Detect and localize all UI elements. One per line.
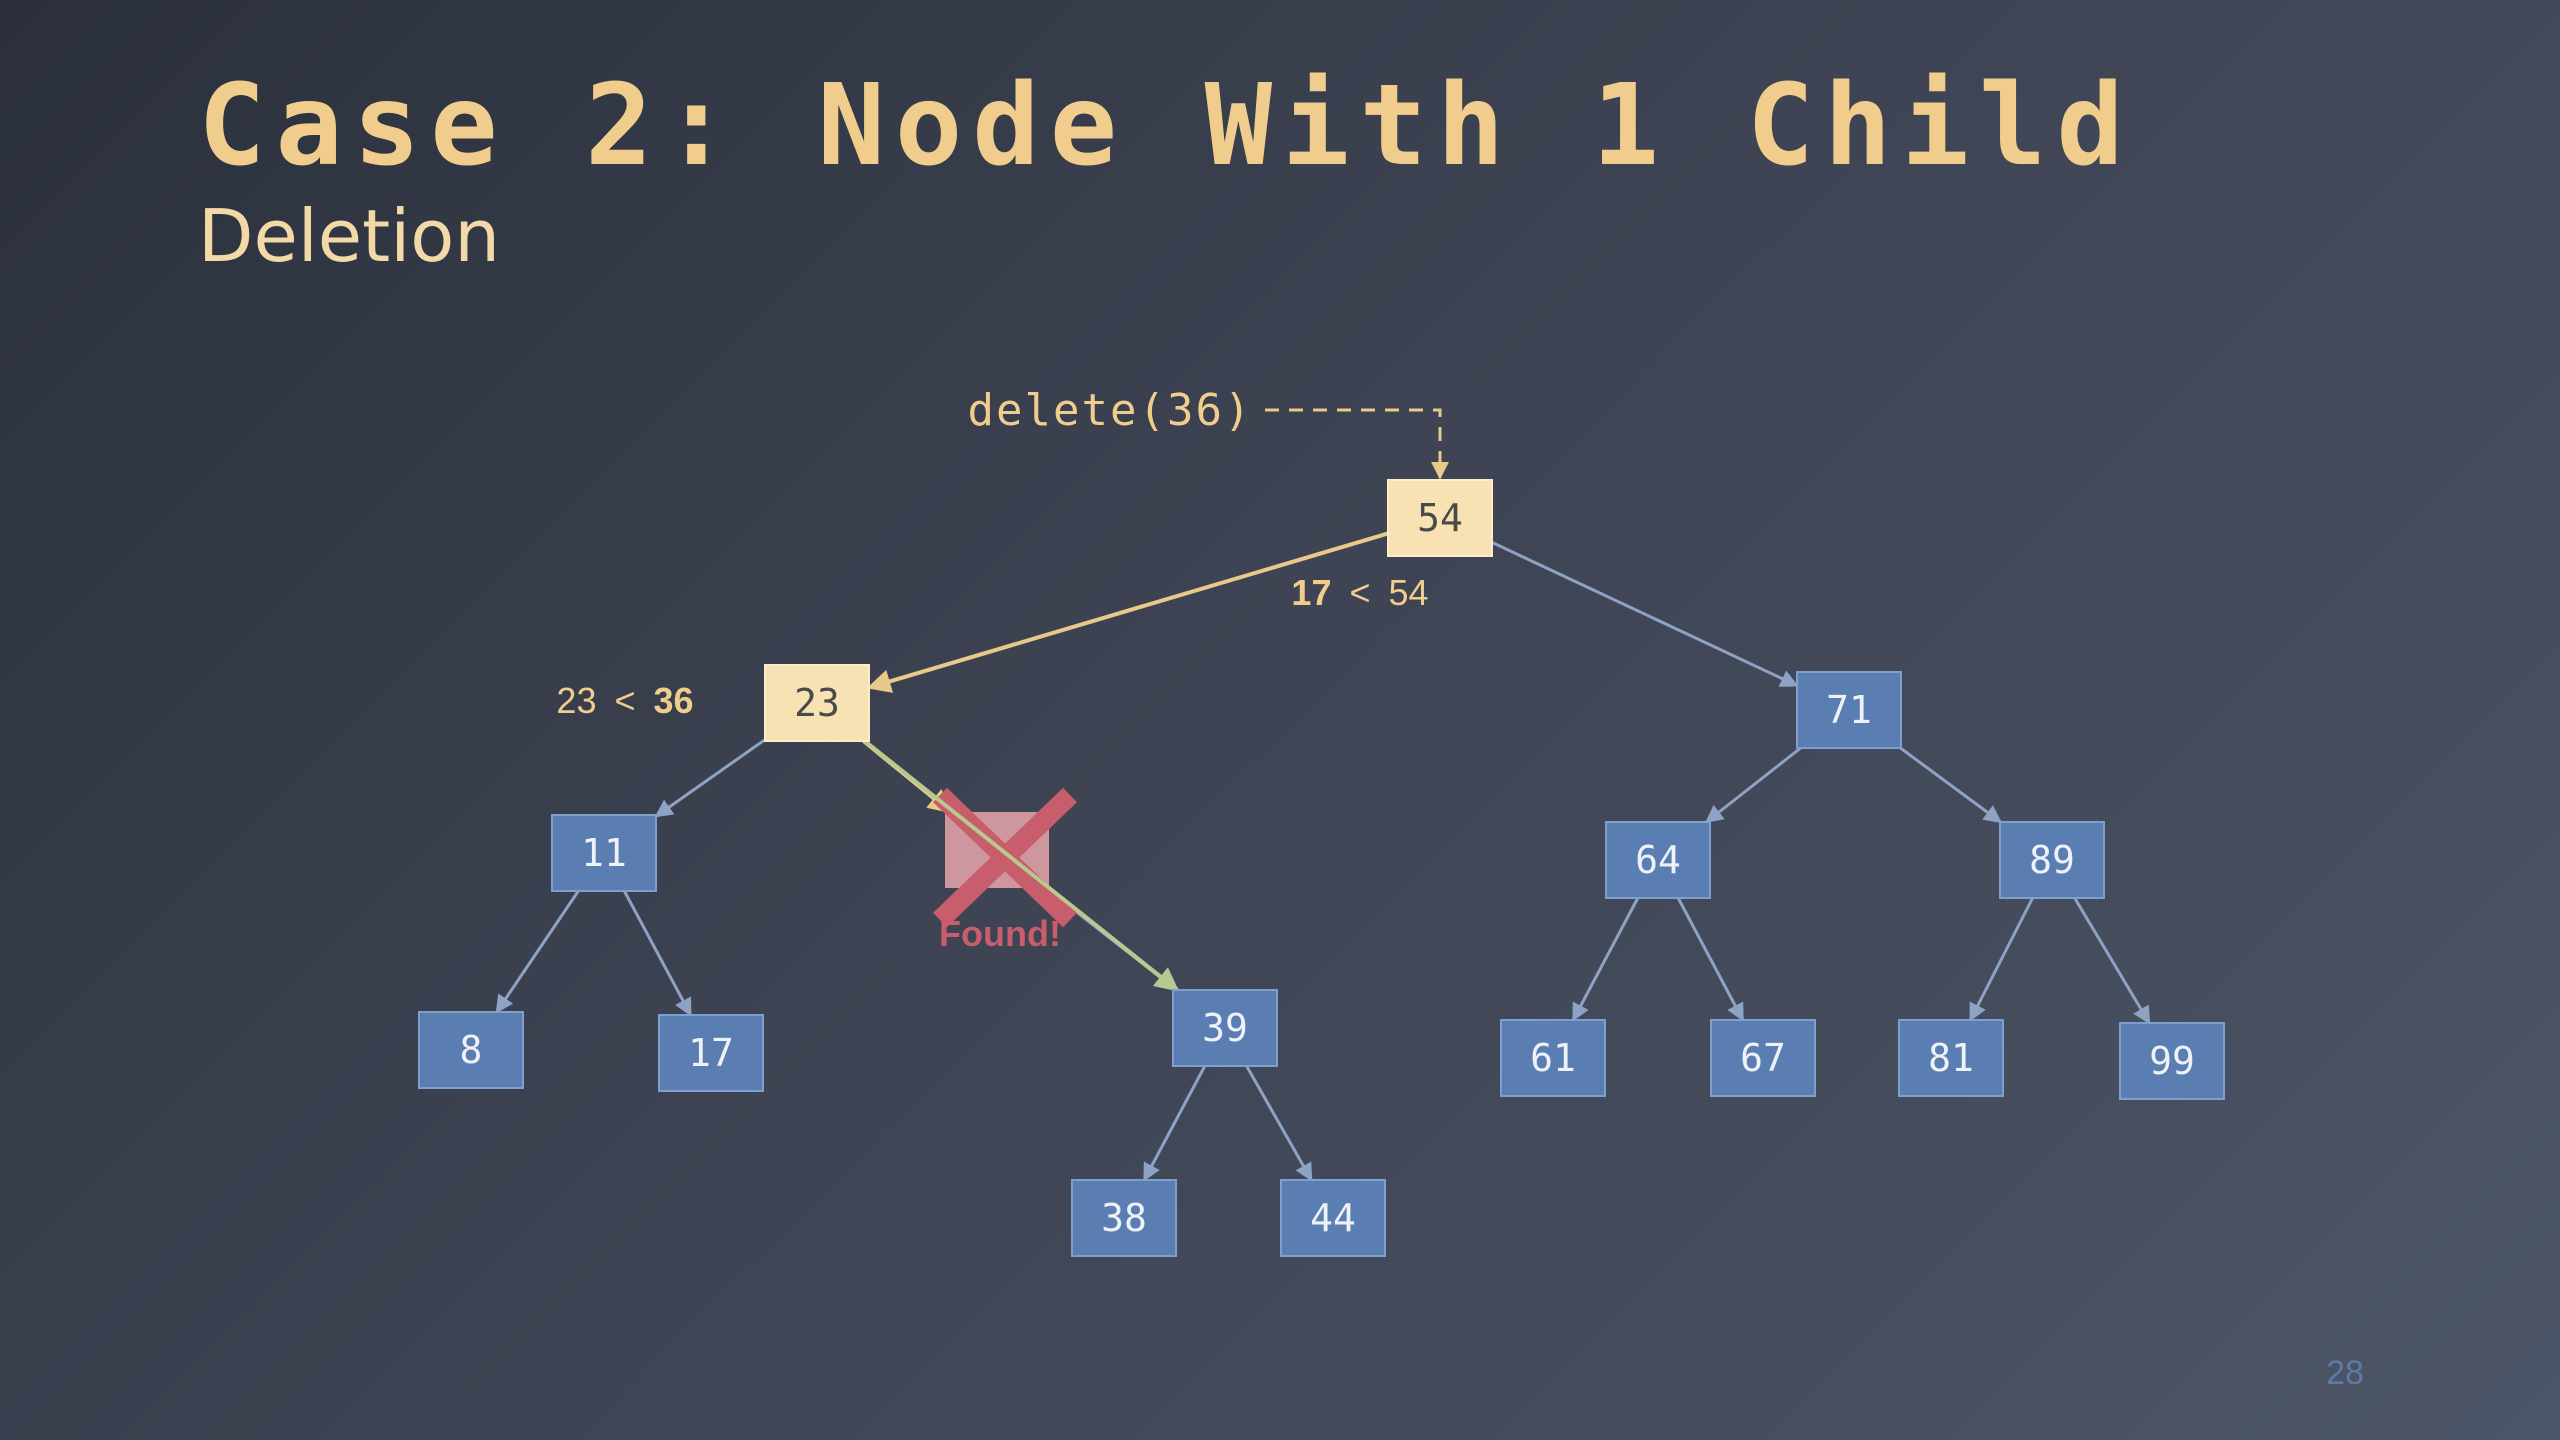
tree-node-61: 61 — [1500, 1019, 1606, 1097]
edge-n11-n17 — [623, 890, 692, 1017]
delete-call: delete(36) — [968, 385, 1449, 480]
tree-node-box — [1898, 1019, 2004, 1097]
edge-n71-n89 — [1899, 746, 2003, 824]
edge-n71-n64 — [1704, 746, 1802, 824]
edge-n39-n38 — [1142, 1065, 1207, 1182]
edge-n64-n61 — [1571, 897, 1640, 1022]
tree-node-label: 71 — [1826, 688, 1872, 732]
tree-node-label: 99 — [2149, 1039, 2195, 1083]
tree-node-box — [1605, 821, 1711, 899]
tree-node-box — [418, 1011, 524, 1089]
edge-n64-n67 — [1676, 897, 1745, 1022]
delete-call-label: delete(36) — [968, 385, 1253, 436]
edge-n54-n71 — [1491, 541, 1799, 687]
tree-node-label: 8 — [460, 1028, 483, 1072]
comparison-root-op: < — [1349, 572, 1370, 613]
tree-node-54: 54 — [1387, 479, 1493, 557]
cross-icon — [933, 787, 1077, 928]
comparison-root-left: 17 — [1291, 572, 1331, 613]
tree-node-label: 23 — [794, 681, 840, 725]
slide-title: Case 2: Node With 1 Child — [198, 61, 2134, 191]
found-label: Found! — [939, 913, 1061, 954]
tree-node-23: 23 — [764, 664, 870, 742]
relink-edge-layer — [863, 739, 1180, 992]
tree-nodes: 54 23 71 11 64 89 8 17 39 61 67 81 99 38 44 — [418, 479, 2225, 1257]
tree-node-64: 64 — [1605, 821, 1711, 899]
tree-node-8: 8 — [418, 1011, 524, 1089]
tree-node-89: 89 — [1999, 821, 2105, 899]
edge-n39-n44 — [1245, 1065, 1313, 1182]
comparison-root-right: 54 — [1389, 572, 1429, 613]
tree-node-box — [1500, 1019, 1606, 1097]
slide-subtitle: Deletion — [198, 194, 500, 278]
tree-node-label: 54 — [1417, 496, 1463, 540]
tree-node-box — [1387, 479, 1493, 557]
tree-node-label: 89 — [2029, 838, 2075, 882]
tree-node-label: 44 — [1310, 1196, 1356, 1240]
tree-node-box — [1999, 821, 2105, 899]
tree-node-44: 44 — [1280, 1179, 1386, 1257]
tree-node-label: 61 — [1530, 1036, 1576, 1080]
edge-n89-n81 — [1969, 897, 2034, 1022]
comparison-root: 17 < 54 — [1291, 572, 1428, 613]
tree-node-71: 71 — [1796, 671, 1902, 749]
comparison-23: 23 < 36 — [556, 680, 693, 721]
edge-n23-n39 — [863, 739, 1180, 992]
tree-node-label: 11 — [581, 831, 627, 875]
tree-node-11: 11 — [551, 814, 657, 892]
tree-node-box — [2119, 1022, 2225, 1100]
tree-node-label: 39 — [1202, 1006, 1248, 1050]
tree-node-box — [1280, 1179, 1386, 1257]
tree-node-67: 67 — [1710, 1019, 1816, 1097]
tree-node-39: 39 — [1172, 989, 1278, 1067]
edge-n89-n99 — [2073, 897, 2151, 1025]
deleted-node: Found! — [933, 787, 1077, 954]
tree-node-label: 67 — [1740, 1036, 1786, 1080]
tree-node-label: 64 — [1635, 838, 1681, 882]
comparison-23-left: 23 — [556, 680, 596, 721]
tree-node-box — [1710, 1019, 1816, 1097]
tree-node-box — [1172, 989, 1278, 1067]
tree-node-label: 17 — [688, 1031, 734, 1075]
tree-node-box — [1796, 671, 1902, 749]
tree-node-17: 17 — [658, 1014, 764, 1092]
tree-node-box — [764, 664, 870, 742]
tree-node-label: 38 — [1101, 1196, 1147, 1240]
page-number: 28 — [2326, 1354, 2364, 1392]
tree-node-38: 38 — [1071, 1179, 1177, 1257]
delete-call-pointer — [1265, 408, 1449, 480]
tree-node-label: 81 — [1928, 1036, 1974, 1080]
edge-n23-n11 — [654, 738, 766, 818]
tree-node-box — [551, 814, 657, 892]
tree-node-box — [658, 1014, 764, 1092]
edge-n11-n8 — [495, 890, 580, 1014]
comparison-23-right: 36 — [654, 680, 694, 721]
tree-node-box — [1071, 1179, 1177, 1257]
edge-n54-n23 — [866, 531, 1389, 693]
comparison-23-op: < — [614, 680, 635, 721]
tree-node-81: 81 — [1898, 1019, 2004, 1097]
tree-node-99: 99 — [2119, 1022, 2225, 1100]
